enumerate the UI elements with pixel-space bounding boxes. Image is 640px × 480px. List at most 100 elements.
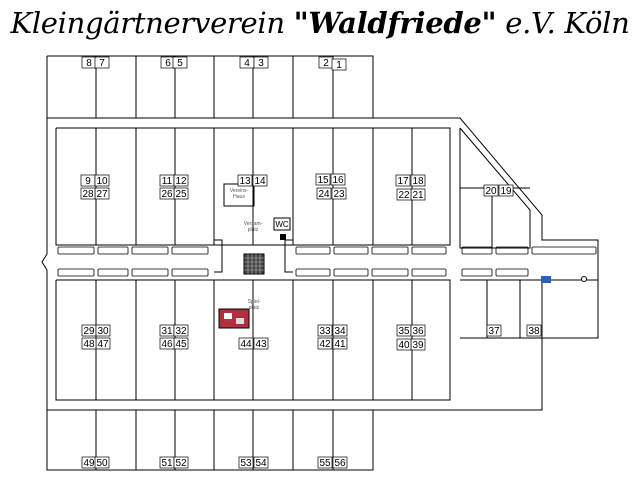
plot-number-box — [238, 456, 254, 469]
wc-label: WC — [275, 220, 289, 229]
hedge — [97, 246, 129, 255]
plot-number-box — [94, 456, 110, 469]
plot-number: 15 — [317, 175, 329, 186]
playground-label: Spiel-platz — [248, 299, 261, 311]
map-title: Kleingärtnerverein "Waldfriede" e.V. Köl… — [0, 6, 640, 40]
plot-4: 4 — [239, 56, 255, 69]
plot-30: 30 — [95, 324, 111, 337]
plot-42: 42 — [317, 337, 333, 350]
plot-number: 51 — [161, 458, 173, 469]
hedge — [333, 246, 369, 255]
plot-39: 39 — [410, 338, 426, 351]
plot-number-box — [172, 56, 188, 69]
plot-19: 19 — [498, 184, 514, 197]
plot-number-box — [317, 324, 333, 337]
plot-number: 20 — [485, 186, 497, 197]
hedge — [371, 246, 409, 255]
plot-number: 24 — [318, 189, 330, 200]
plot-number-box — [173, 324, 189, 337]
hedge — [461, 268, 493, 277]
plot-number-box — [498, 184, 514, 197]
plot-number: 31 — [161, 326, 173, 337]
plot-number-box — [410, 324, 426, 337]
plot-33: 33 — [317, 324, 333, 337]
info-icon — [541, 276, 551, 283]
plot-number: 16 — [332, 175, 344, 186]
plot-number-box — [238, 337, 254, 350]
plot-number: 2 — [323, 58, 329, 69]
plot-54: 54 — [253, 456, 269, 469]
hedge — [131, 268, 169, 277]
plot-number-box — [332, 324, 348, 337]
plot-3: 3 — [253, 56, 269, 69]
plot-number: 21 — [412, 190, 424, 201]
plot-45: 45 — [173, 337, 189, 350]
plot-number: 5 — [177, 58, 183, 69]
plot-number-box — [252, 174, 268, 187]
plot-37: 37 — [486, 324, 502, 337]
hedge — [171, 246, 209, 255]
title-prefix: Kleingärtnerverein — [10, 6, 294, 40]
plot-31: 31 — [159, 324, 175, 337]
plot-number-box — [330, 173, 346, 186]
plot-number-box — [81, 337, 97, 350]
plot-number-box — [396, 188, 412, 201]
plot-number: 47 — [97, 339, 109, 350]
plot-36: 36 — [410, 324, 426, 337]
plot-number-box — [317, 337, 333, 350]
plot-16: 16 — [330, 173, 346, 186]
outer-boundary — [41, 55, 599, 471]
plot-34: 34 — [332, 324, 348, 337]
plot-number-box — [253, 456, 269, 469]
plot-number: 44 — [240, 339, 252, 350]
plot-number: 13 — [239, 176, 251, 187]
plot-number-box — [173, 174, 189, 187]
plot-15: 15 — [315, 173, 331, 186]
plot-number-box — [332, 337, 348, 350]
plot-number: 43 — [255, 339, 267, 350]
plot-number-box — [483, 184, 499, 197]
plot-number-box — [526, 324, 542, 337]
plot-18: 18 — [410, 174, 426, 187]
plot-52: 52 — [173, 456, 189, 469]
plot-number-box — [80, 187, 96, 200]
playground-item — [224, 313, 232, 319]
plot-23: 23 — [331, 187, 347, 200]
plot-number: 52 — [175, 458, 187, 469]
plot-number: 50 — [96, 458, 108, 469]
hedge — [495, 246, 529, 255]
central-square — [243, 253, 265, 275]
plot-55: 55 — [317, 456, 333, 469]
clubhouse-label: Vereins-Haus — [230, 188, 249, 200]
courtyard — [214, 239, 223, 273]
plot-56: 56 — [332, 456, 348, 469]
plot-20: 20 — [483, 184, 499, 197]
plot-number: 11 — [162, 176, 173, 187]
plot-24: 24 — [316, 187, 332, 200]
hedge — [411, 246, 447, 255]
plot-number: 25 — [175, 189, 187, 200]
plot-number: 17 — [397, 176, 409, 187]
plot-number-box — [317, 456, 333, 469]
plot-number-box — [159, 337, 175, 350]
plot-number-box — [332, 456, 348, 469]
plot-number: 36 — [412, 326, 424, 337]
plot-49: 49 — [81, 456, 97, 469]
lower-block — [55, 279, 451, 401]
plot-number: 30 — [97, 326, 109, 337]
plot-number: 29 — [83, 326, 95, 337]
plot-number: 49 — [83, 458, 95, 469]
plot-number: 8 — [86, 58, 92, 69]
hedge — [57, 268, 95, 277]
plot-number: 4 — [244, 58, 250, 69]
hedge — [461, 246, 493, 255]
plot-number-box — [237, 174, 253, 187]
plot-number: 35 — [398, 326, 410, 337]
plot-number: 34 — [334, 326, 346, 337]
plot-number: 3 — [258, 58, 264, 69]
plot-number-box — [95, 324, 111, 337]
plot-number: 7 — [99, 58, 105, 69]
plot-number-box — [253, 56, 269, 69]
plot-number: 32 — [175, 326, 187, 337]
